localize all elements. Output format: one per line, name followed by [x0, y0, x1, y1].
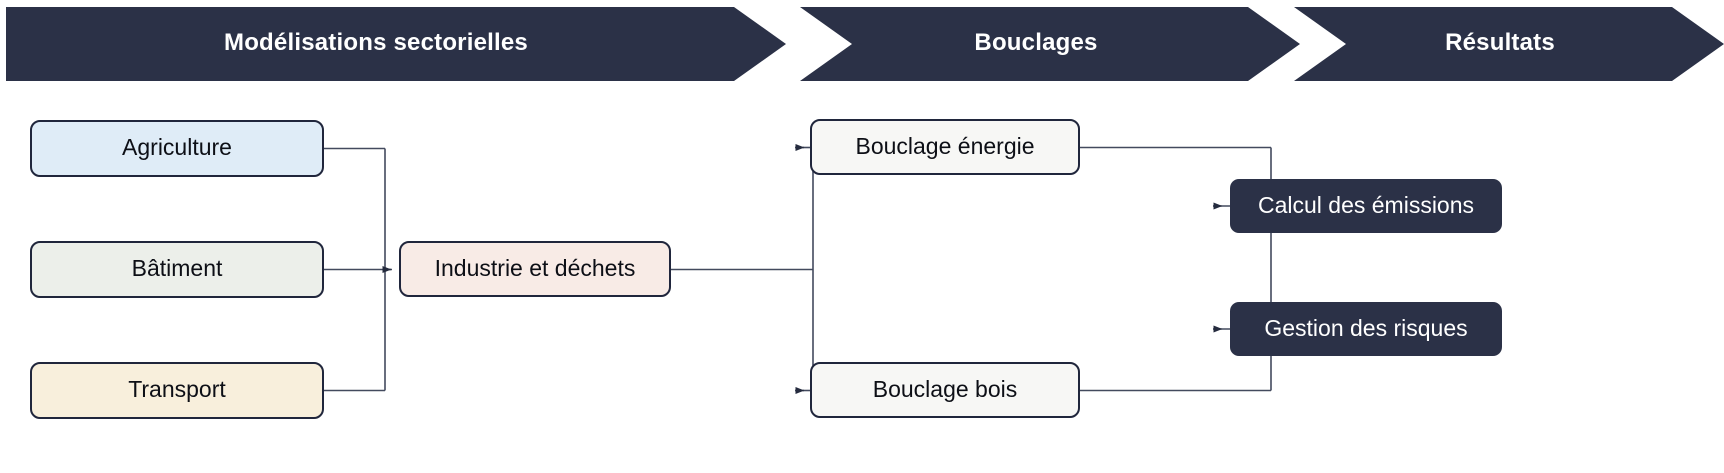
node-bouclage-energie[interactable]: Bouclage énergie [810, 119, 1080, 175]
node-bouclage-bois[interactable]: Bouclage bois [810, 362, 1080, 418]
stage-banner-label: Résultats [1445, 29, 1555, 56]
node-transport[interactable]: Transport [30, 362, 324, 419]
node-label: Bouclage bois [872, 375, 1018, 402]
stage-banner-modelisations-sectorielles: Modélisations sectorielles [6, 7, 786, 81]
node-label: Gestion des risques [1264, 314, 1468, 341]
stage-banner-resultats: Résultats [1294, 7, 1724, 81]
stage-banner-bouclages: Bouclages [800, 7, 1300, 81]
node-industrie-et-dechets[interactable]: Industrie et déchets [399, 241, 671, 297]
node-calcul-des-emissions[interactable]: Calcul des émissions [1230, 179, 1502, 233]
node-batiment[interactable]: Bâtiment [30, 241, 324, 298]
node-label: Bouclage énergie [855, 132, 1035, 159]
node-label: Agriculture [122, 134, 232, 160]
node-gestion-des-risques[interactable]: Gestion des risques [1230, 302, 1502, 356]
node-label: Calcul des émissions [1257, 191, 1475, 218]
node-label: Industrie et déchets [434, 254, 636, 281]
stage-banner-label: Modélisations sectorielles [224, 29, 528, 56]
stage-banner-row: Modélisations sectorielles Bouclages Rés… [0, 7, 1724, 81]
stage-banner-label: Bouclages [974, 29, 1098, 56]
node-label: Transport [128, 376, 226, 402]
node-label: Bâtiment [131, 255, 223, 281]
node-agriculture[interactable]: Agriculture [30, 120, 324, 177]
